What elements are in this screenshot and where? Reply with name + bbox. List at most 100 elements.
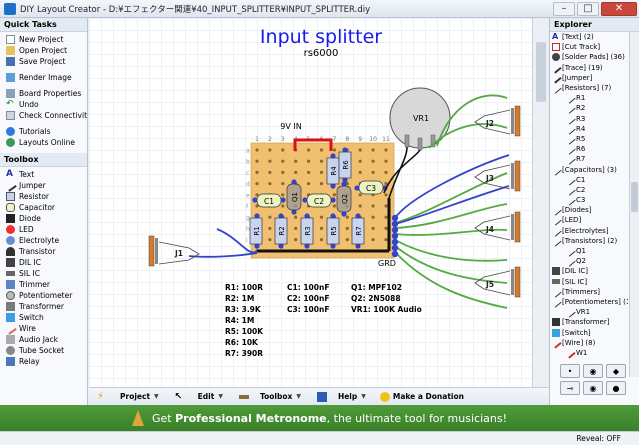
- toolbox-jumper[interactable]: Jumper: [0, 179, 87, 192]
- explorer-item[interactable]: [Switch]: [550, 327, 628, 337]
- transistor-q2[interactable]: Q2: [336, 185, 352, 213]
- pad-left-button[interactable]: ◉: [583, 364, 603, 378]
- explorer-scrollbar[interactable]: [629, 32, 639, 377]
- toolbox-dil-ic[interactable]: DIL IC: [0, 257, 87, 268]
- resistor-r6[interactable]: R6: [338, 151, 352, 179]
- wire-green-j2[interactable]: [428, 123, 508, 149]
- audio-jack-j3[interactable]: J3: [474, 160, 521, 192]
- quick-task-new-project[interactable]: New Project: [0, 34, 87, 45]
- edit-menu[interactable]: ↖ Edit ▼: [174, 391, 223, 402]
- explorer-item[interactable]: [Resistors] (7): [550, 82, 628, 94]
- explorer-item[interactable]: [DIL IC]: [550, 266, 628, 276]
- toolbox-tube-socket[interactable]: Tube Socket: [0, 345, 87, 356]
- toolbox-relay[interactable]: Relay: [0, 356, 87, 367]
- toolbox-sil-ic[interactable]: SIL IC: [0, 268, 87, 279]
- wire-blue-j2[interactable]: [394, 154, 510, 219]
- toolbox-transformer[interactable]: Transformer: [0, 301, 87, 312]
- explorer-scroll-thumb[interactable]: [631, 182, 638, 212]
- toolbox-potentiometer[interactable]: Potentiometer: [0, 290, 87, 301]
- explorer-item[interactable]: [Potentiometers] (1): [550, 296, 628, 308]
- audio-jack-j5[interactable]: J5: [474, 266, 521, 298]
- toolbox-audio-jack[interactable]: Audio Jack: [0, 334, 87, 345]
- toolbox-menu[interactable]: Toolbox ▼: [238, 392, 301, 401]
- explorer-item[interactable]: R5: [550, 133, 628, 145]
- explorer-item[interactable]: C1: [550, 174, 628, 186]
- wire-green-j3b[interactable]: [394, 203, 508, 229]
- quick-task-render-image[interactable]: Render Image: [0, 72, 87, 83]
- wire-green-j4b[interactable]: [394, 239, 508, 262]
- explorer-item[interactable]: Q1: [550, 245, 628, 257]
- toolbox-trimmer[interactable]: Trimmer: [0, 279, 87, 290]
- audio-jack-j1[interactable]: J1: [148, 235, 200, 267]
- toolbox-transistor[interactable]: Transistor: [0, 246, 87, 257]
- wire-green-j5[interactable]: [394, 245, 508, 284]
- explorer-item[interactable]: [Capacitors] (3): [550, 163, 628, 176]
- canvas-scroll-thumb[interactable]: [536, 42, 546, 102]
- toolbox-electrolyte[interactable]: Electrolyte: [0, 235, 87, 246]
- ad-banner[interactable]: Get Professional Metronome, the ultimate…: [0, 405, 639, 431]
- quick-task-tutorials[interactable]: Tutorials: [0, 126, 87, 137]
- wire-black-vr1-wiper[interactable]: [383, 149, 421, 194]
- toolbox-capacitor[interactable]: Capacitor: [0, 202, 87, 213]
- explorer-item[interactable]: [Trace] (19): [550, 62, 628, 74]
- explorer-item[interactable]: Q2: [550, 255, 628, 267]
- wire-green-j5b[interactable]: [394, 251, 508, 309]
- hole-button[interactable]: •: [560, 364, 580, 378]
- wire-black-vr1[interactable]: [388, 146, 408, 199]
- resistor-r7[interactable]: R7: [351, 217, 365, 245]
- explorer-item[interactable]: W1: [550, 347, 628, 359]
- explorer-item[interactable]: [Trimmers]: [550, 286, 628, 298]
- pad-right-button[interactable]: ⊸: [560, 381, 580, 395]
- toolbox-switch[interactable]: Switch: [0, 312, 87, 323]
- capacitor-c1[interactable]: C1: [256, 193, 282, 208]
- explorer-item[interactable]: [Wire] (8): [550, 337, 628, 349]
- power-trace[interactable]: [293, 138, 333, 151]
- explorer-item[interactable]: R7: [550, 153, 628, 165]
- capacitor-c3[interactable]: C3: [358, 180, 384, 195]
- quick-task-check-connectivity[interactable]: Check Connectivity: [0, 110, 87, 121]
- quick-task-undo[interactable]: ↶ Undo: [6, 99, 39, 110]
- toolbox-wire[interactable]: Wire: [0, 322, 87, 335]
- minimize-button[interactable]: –: [553, 1, 575, 16]
- explorer-item[interactable]: [SIL IC]: [550, 277, 628, 287]
- pad-large-button[interactable]: ●: [606, 381, 626, 395]
- explorer-item[interactable]: [Jumper]: [550, 72, 628, 84]
- resistor-r4[interactable]: R4: [326, 157, 340, 185]
- explorer-item[interactable]: [Solder Pads] (36): [550, 52, 628, 62]
- explorer-item[interactable]: [LED]: [550, 214, 628, 227]
- canvas-vertical-scrollbar[interactable]: [532, 18, 548, 387]
- toolbox-diode[interactable]: Diode: [0, 213, 87, 224]
- maximize-button[interactable]: □: [577, 1, 599, 16]
- quick-task-board-properties[interactable]: Board Properties: [0, 88, 87, 99]
- resistor-r1[interactable]: R1: [249, 217, 263, 245]
- wire-green-j4[interactable]: [394, 228, 508, 236]
- quick-task-open-project[interactable]: Open Project: [0, 45, 87, 56]
- transistor-q1[interactable]: Q1: [286, 183, 302, 211]
- explorer-item[interactable]: R6: [550, 143, 628, 155]
- explorer-item[interactable]: [Transformer]: [550, 317, 628, 327]
- wire-green-j3[interactable]: [394, 172, 508, 224]
- explorer-item[interactable]: VR1: [550, 306, 628, 318]
- wire-blue-j3[interactable]: [394, 185, 510, 225]
- wire-blue-j1[interactable]: [216, 228, 258, 254]
- explorer-item[interactable]: [Diodes]: [550, 204, 628, 216]
- explorer-item[interactable]: R1: [550, 92, 628, 104]
- explorer-item[interactable]: A[Text] (2): [550, 32, 628, 42]
- quick-task-layouts-online[interactable]: Layouts Online: [0, 137, 87, 148]
- explorer-item[interactable]: C2: [550, 184, 628, 196]
- project-menu[interactable]: ⚡ Project ▼: [97, 390, 159, 402]
- help-menu[interactable]: Help ▼: [316, 391, 366, 402]
- audio-jack-j4[interactable]: J4: [474, 211, 521, 243]
- explorer-item[interactable]: [Electrolytes]: [550, 225, 628, 237]
- capacitor-c2[interactable]: C2: [306, 193, 332, 208]
- resistor-r5[interactable]: R5: [326, 217, 340, 245]
- toolbox-led[interactable]: LED: [0, 224, 87, 235]
- wire-green-j2-top[interactable]: [436, 94, 508, 147]
- explorer-item[interactable]: R3: [550, 112, 628, 125]
- trace-up-button[interactable]: ◆: [606, 364, 626, 378]
- donation-button[interactable]: Make a Donation: [379, 391, 464, 402]
- audio-jack-j2[interactable]: J2: [474, 105, 521, 137]
